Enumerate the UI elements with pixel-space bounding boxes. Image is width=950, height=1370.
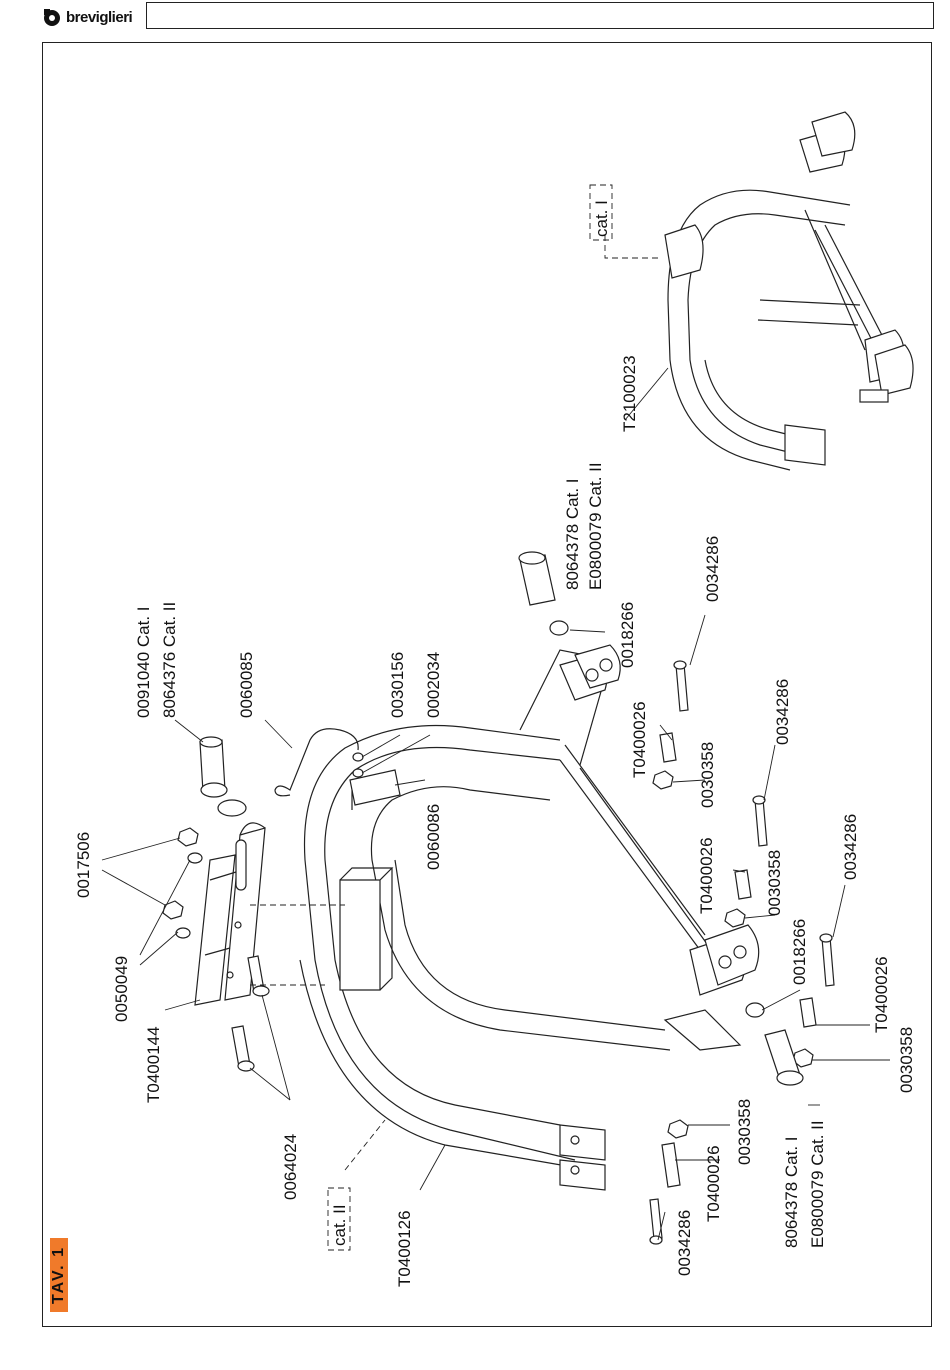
label-0034286-a: 0034286 [703, 536, 722, 602]
leader-lines [101, 235, 890, 1241]
cat-i-box [589, 184, 613, 241]
label-0030358-a: 0030358 [698, 742, 717, 808]
title-box [146, 2, 934, 29]
sheet-badge [50, 1238, 68, 1312]
label-8064378-top: 8064378 Cat. I [563, 478, 582, 590]
brand-logo: breviglieri [42, 2, 133, 32]
label-0018266-top: 0018266 [618, 602, 637, 668]
hardware-column-c [792, 933, 835, 1068]
brand-name: breviglieri [66, 8, 133, 26]
label-8064376: 8064376 Cat. II [160, 602, 179, 718]
label-0030358-b: 0030358 [765, 850, 784, 916]
hardware-column-b [724, 795, 768, 928]
label-0030358-c: 0030358 [897, 1027, 916, 1093]
label-t0400026-a: T0400026 [630, 701, 649, 778]
label-t0400126: T0400126 [395, 1210, 414, 1287]
pin-8064378-bottom [745, 1002, 804, 1086]
cat-i-frame-t2100023 [664, 111, 914, 471]
label-0034286-c: 0034286 [841, 814, 860, 880]
label-t0400026-b: T0400026 [697, 837, 716, 914]
rear-plates-top [559, 644, 621, 701]
label-0017506: 0017506 [74, 832, 93, 898]
bushings-0064024 [231, 955, 270, 1072]
label-e0800079-bottom: E0800079 Cat. II [808, 1120, 827, 1248]
label-0060085: 0060085 [237, 652, 256, 718]
label-cat-ii: cat. II [330, 1204, 349, 1246]
rear-plates-bottom [663, 924, 760, 1051]
top-link-bracket-t0400144 [194, 799, 266, 1006]
label-t0400144: T0400144 [144, 1026, 163, 1103]
brand-mark-icon [44, 9, 60, 26]
label-0030358-d: 0030358 [735, 1099, 754, 1165]
label-0030156: 0030156 [388, 652, 407, 718]
label-8064378-bottom: 8064378 Cat. I [782, 1136, 801, 1248]
pin-8064378-top [518, 551, 569, 636]
top-pin-0091040 [199, 736, 228, 798]
label-0091040: 0091040 Cat. I [134, 606, 153, 718]
nuts-washers [162, 827, 203, 939]
label-0034286-d: 0034286 [675, 1210, 694, 1276]
hairpin-0060085 [274, 728, 359, 797]
cat-ii-box [327, 1187, 351, 1251]
label-0002034: 0002034 [424, 652, 443, 718]
label-t0400026-d: T0400026 [704, 1145, 723, 1222]
drawing-frame [42, 42, 932, 1327]
label-0034286-b: 0034286 [773, 679, 792, 745]
main-frame-t0400126 [299, 649, 716, 1171]
label-t0400026-c: T0400026 [872, 956, 891, 1033]
part-labels: 0017506 0050049 T0400144 0064024 0091040… [74, 200, 916, 1287]
label-0064024: 0064024 [281, 1134, 300, 1200]
label-0050049: 0050049 [112, 956, 131, 1022]
label-e0800079-top: E0800079 Cat. II [586, 462, 605, 590]
hardware-column-d [649, 1119, 689, 1245]
hardware-column-a [652, 660, 689, 790]
label-t2100023: T2100023 [620, 355, 639, 432]
clip-parts [349, 752, 401, 810]
label-0060086: 0060086 [424, 804, 443, 870]
label-0018266-bottom: 0018266 [790, 919, 809, 985]
foot-plates [559, 1124, 606, 1191]
label-cat-i: cat. I [592, 200, 611, 237]
